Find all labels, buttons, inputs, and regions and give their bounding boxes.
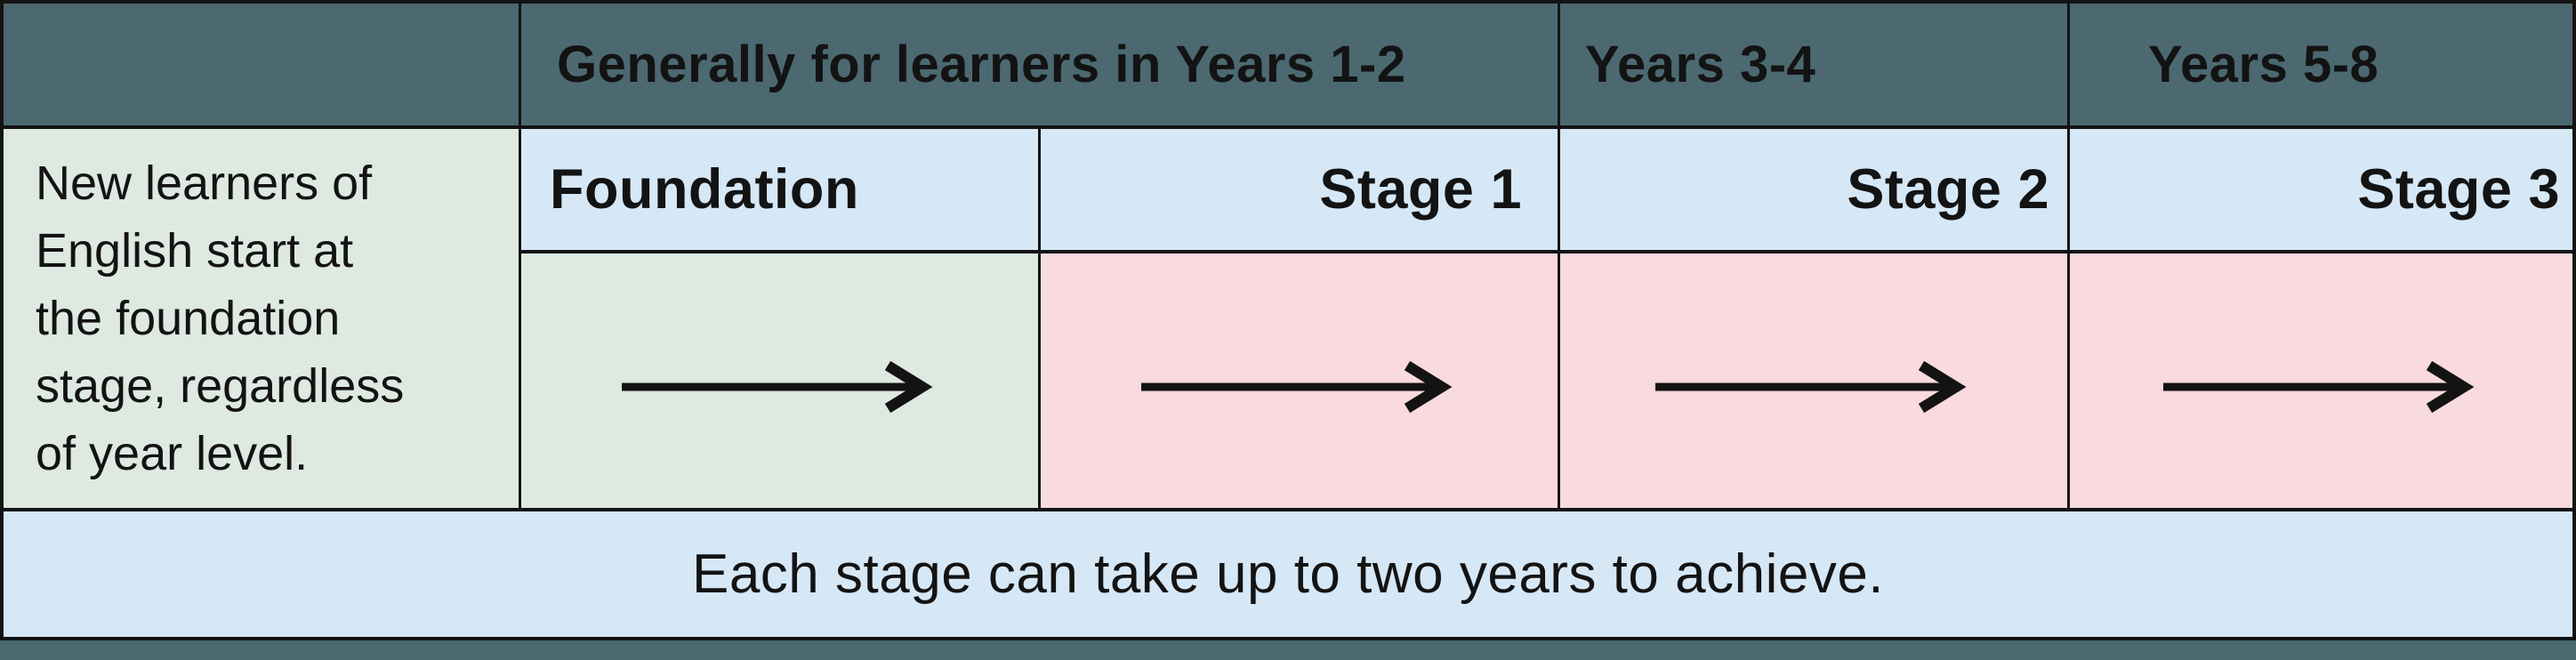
header-years-1-2: Generally for learners in Years 1-2	[521, 4, 1560, 129]
new-learners-note-text: New learners of English start at the fou…	[36, 157, 405, 480]
footer-note-row: Each stage can take up to two years to a…	[4, 511, 2572, 637]
table: Generally for learners in Years 1-2 Year…	[0, 0, 2576, 640]
header-years-5-8: Years 5-8	[2070, 4, 2572, 129]
right-arrow-icon	[620, 358, 940, 415]
header-years-5-8-label: Years 5-8	[2148, 36, 2379, 93]
bottom-teal-band	[0, 640, 2576, 660]
header-years-3-4-label: Years 3-4	[1585, 36, 1816, 93]
stage-label-foundation: Foundation	[550, 158, 859, 221]
right-arrow-icon	[1654, 358, 1974, 415]
arrow-cell-foundation	[521, 254, 1041, 511]
header-empty-cell	[4, 4, 521, 129]
footer-note-text: Each stage can take up to two years to a…	[691, 543, 1885, 605]
stage-cell-stage-1: Stage 1	[1041, 129, 1560, 254]
right-arrow-icon	[1139, 358, 1460, 415]
header-years-1-2-label: Generally for learners in Years 1-2	[557, 36, 1406, 93]
arrow-cell-stage-2	[1560, 254, 2070, 511]
new-learners-note: New learners of English start at the fou…	[4, 129, 521, 511]
arrow-cell-stage-1	[1041, 254, 1560, 511]
arrow-cell-stage-3	[2070, 254, 2572, 511]
stage-cell-stage-3: Stage 3	[2070, 129, 2572, 254]
stage-cell-foundation: Foundation	[521, 129, 1041, 254]
right-arrow-icon	[2161, 358, 2482, 415]
stage-cell-stage-2: Stage 2	[1560, 129, 2070, 254]
header-years-3-4: Years 3-4	[1560, 4, 2070, 129]
stage-label-stage-3: Stage 3	[2357, 158, 2560, 221]
stage-label-stage-2: Stage 2	[1847, 158, 2049, 221]
stage-label-stage-1: Stage 1	[1319, 158, 1522, 221]
